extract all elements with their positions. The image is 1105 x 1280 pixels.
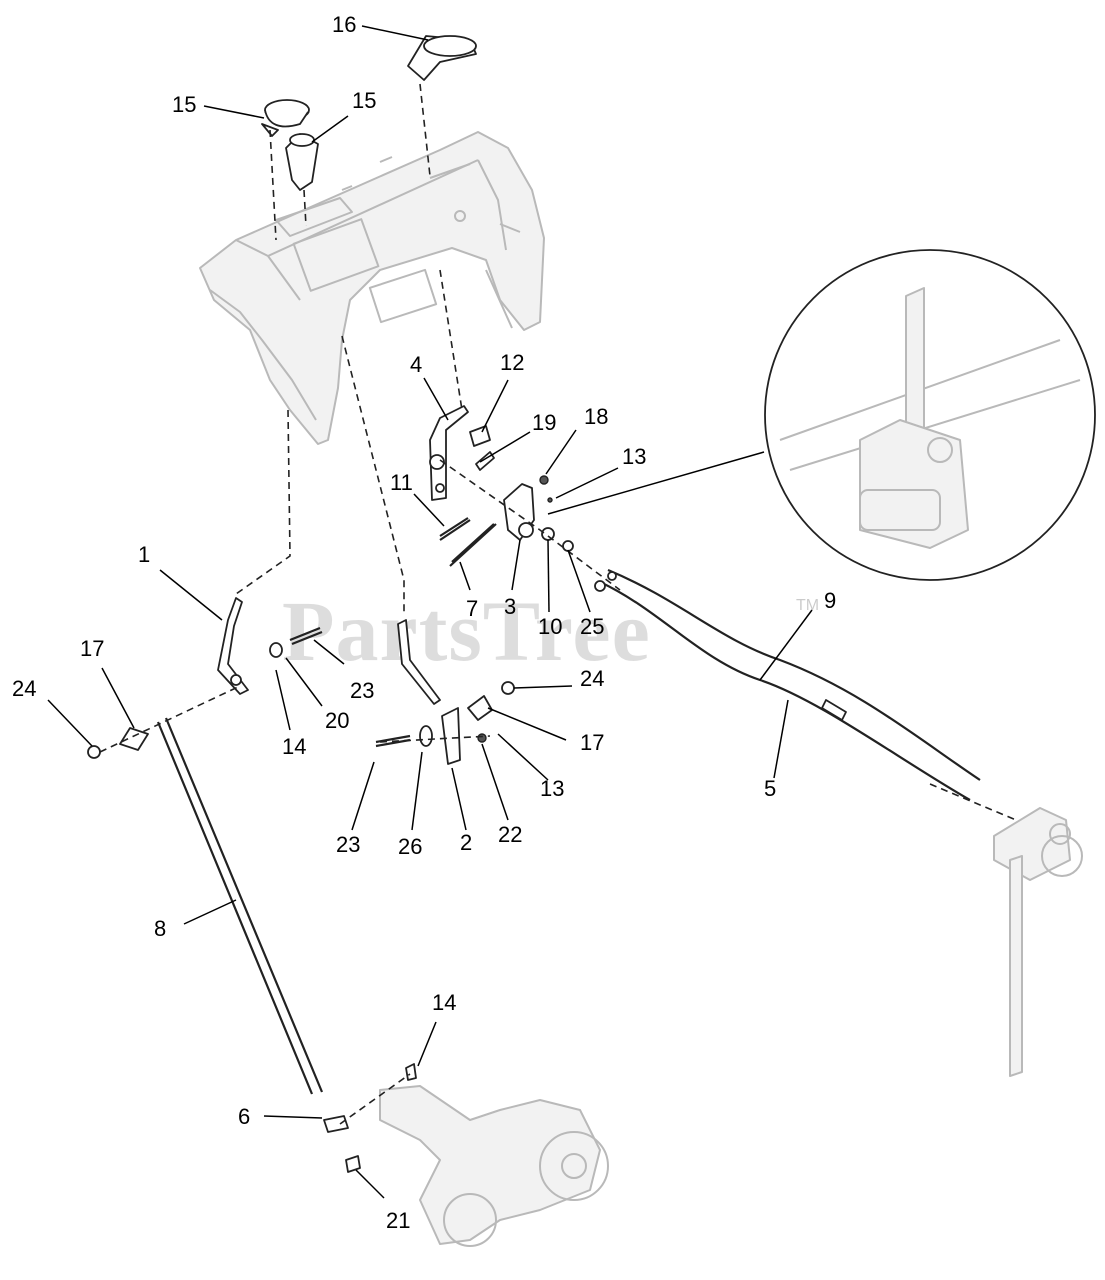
callout-26: 26 (398, 834, 422, 859)
callout-4: 4 (410, 352, 422, 377)
callout-7: 7 (466, 596, 478, 621)
callout-18: 18 (584, 404, 608, 429)
callout-5: 5 (764, 776, 776, 801)
callout-20: 20 (325, 708, 349, 733)
dash-knob-15b (303, 189, 307, 227)
callout-8: 8 (154, 916, 166, 941)
dash-bracket (439, 459, 621, 591)
watermark-trademark: TM (796, 597, 819, 614)
callout-17: 17 (580, 730, 604, 755)
callout-16: 16 (332, 12, 356, 37)
callout-23: 23 (350, 678, 374, 703)
dash-to-rod-1 (235, 409, 291, 595)
callout-24: 24 (12, 676, 36, 701)
dash-knob-15a (269, 129, 277, 241)
callout-1: 1 (138, 542, 150, 567)
inset-detail (547, 249, 1096, 581)
dash-center-linkage (379, 735, 491, 743)
callout-11: 11 (390, 470, 413, 495)
callout-14: 14 (432, 990, 456, 1015)
dash-knob-16 (419, 83, 431, 177)
callout-2: 2 (460, 830, 472, 855)
callout-6: 6 (238, 1104, 250, 1129)
callout-24: 24 (580, 666, 604, 691)
knob-left (261, 99, 310, 137)
callout-14: 14 (282, 734, 306, 759)
leader-lines (47, 25, 813, 1199)
callout-15: 15 (172, 92, 196, 117)
pin-11 (439, 517, 471, 541)
callout-10: 10 (538, 614, 562, 639)
callout-17: 17 (80, 636, 104, 661)
linkage-left (87, 597, 324, 1095)
callout-21: 21 (386, 1208, 410, 1233)
pin-7 (449, 523, 497, 567)
dash-transmission (339, 1073, 411, 1125)
callout-9: 9 (824, 588, 836, 613)
knob-right (407, 35, 477, 81)
callout-labels: 16 15 15 4 12 19 18 13 11 1 7 3 10 25 9 … (12, 12, 836, 1233)
dash-to-lever-4 (439, 269, 463, 411)
dash-left-linkage (99, 685, 241, 753)
cable-assembly (594, 568, 981, 801)
callout-25: 25 (580, 614, 604, 639)
shift-bracket-assembly (429, 405, 574, 552)
callout-19: 19 (532, 410, 556, 435)
knob-center (285, 133, 319, 191)
callout-23: 23 (336, 832, 360, 857)
control-panel (199, 131, 545, 445)
callout-13: 13 (540, 776, 564, 801)
callout-3: 3 (504, 594, 516, 619)
callout-13: 13 (622, 444, 646, 469)
callout-15: 15 (352, 88, 376, 113)
linkage-center (375, 619, 515, 765)
transmission (323, 1063, 609, 1247)
callout-22: 22 (498, 822, 522, 847)
gearbox-shaft (993, 807, 1083, 1077)
callout-12: 12 (500, 350, 524, 375)
